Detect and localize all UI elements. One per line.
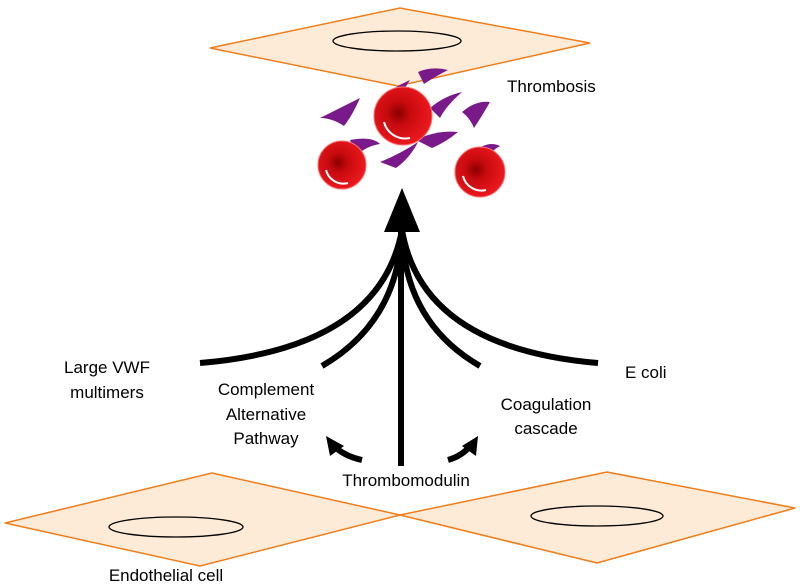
coagulation-small-arrow (447, 436, 478, 463)
vwf-arrow-line (199, 229, 405, 366)
cell-nucleus (108, 516, 244, 538)
complement-label: Pathway (233, 429, 299, 448)
endothelial-cell-right (399, 471, 796, 564)
complement-label: Alternative (226, 405, 306, 424)
complement-small-arrow (326, 436, 363, 463)
arrowhead-icon (326, 436, 344, 456)
platelet-icon (380, 142, 418, 168)
rbc-icon (454, 146, 506, 198)
coagulation-arrow-line (399, 229, 482, 369)
thrombomodulin-label: Thrombomodulin (342, 471, 470, 490)
platelet-icon (320, 98, 360, 126)
platelet-icon (418, 68, 448, 84)
platelet-icon (430, 92, 462, 118)
rbc-icon (317, 140, 367, 190)
endothelial-cell-left (4, 472, 401, 567)
thrombosis-arrowhead-icon (384, 188, 420, 232)
top-endothelial-cell (209, 7, 591, 87)
ecoli-arrow-line (399, 229, 599, 366)
bottom-endothelial-cells (4, 471, 796, 567)
converging-arrows (199, 229, 599, 466)
rbc-icon (373, 86, 433, 146)
complement-arrow-line (320, 229, 405, 369)
large-vwf-label: multimers (70, 383, 144, 402)
endothelial-cell-label: Endothelial cell (109, 566, 223, 585)
coagulation-label: Coagulation (501, 395, 592, 414)
thrombosis-label: Thrombosis (507, 77, 596, 96)
coagulation-label: cascade (514, 419, 577, 438)
platelet-icon (462, 101, 490, 128)
red-blood-cells (317, 86, 506, 198)
large-vwf-label: Large VWF (64, 358, 150, 377)
arrowhead-icon (462, 436, 478, 456)
complement-label: Complement (218, 380, 315, 399)
ecoli-label: E coli (625, 363, 667, 382)
cell-nucleus (332, 30, 462, 52)
cell-nucleus (530, 505, 664, 527)
platelet-icon (416, 131, 458, 148)
